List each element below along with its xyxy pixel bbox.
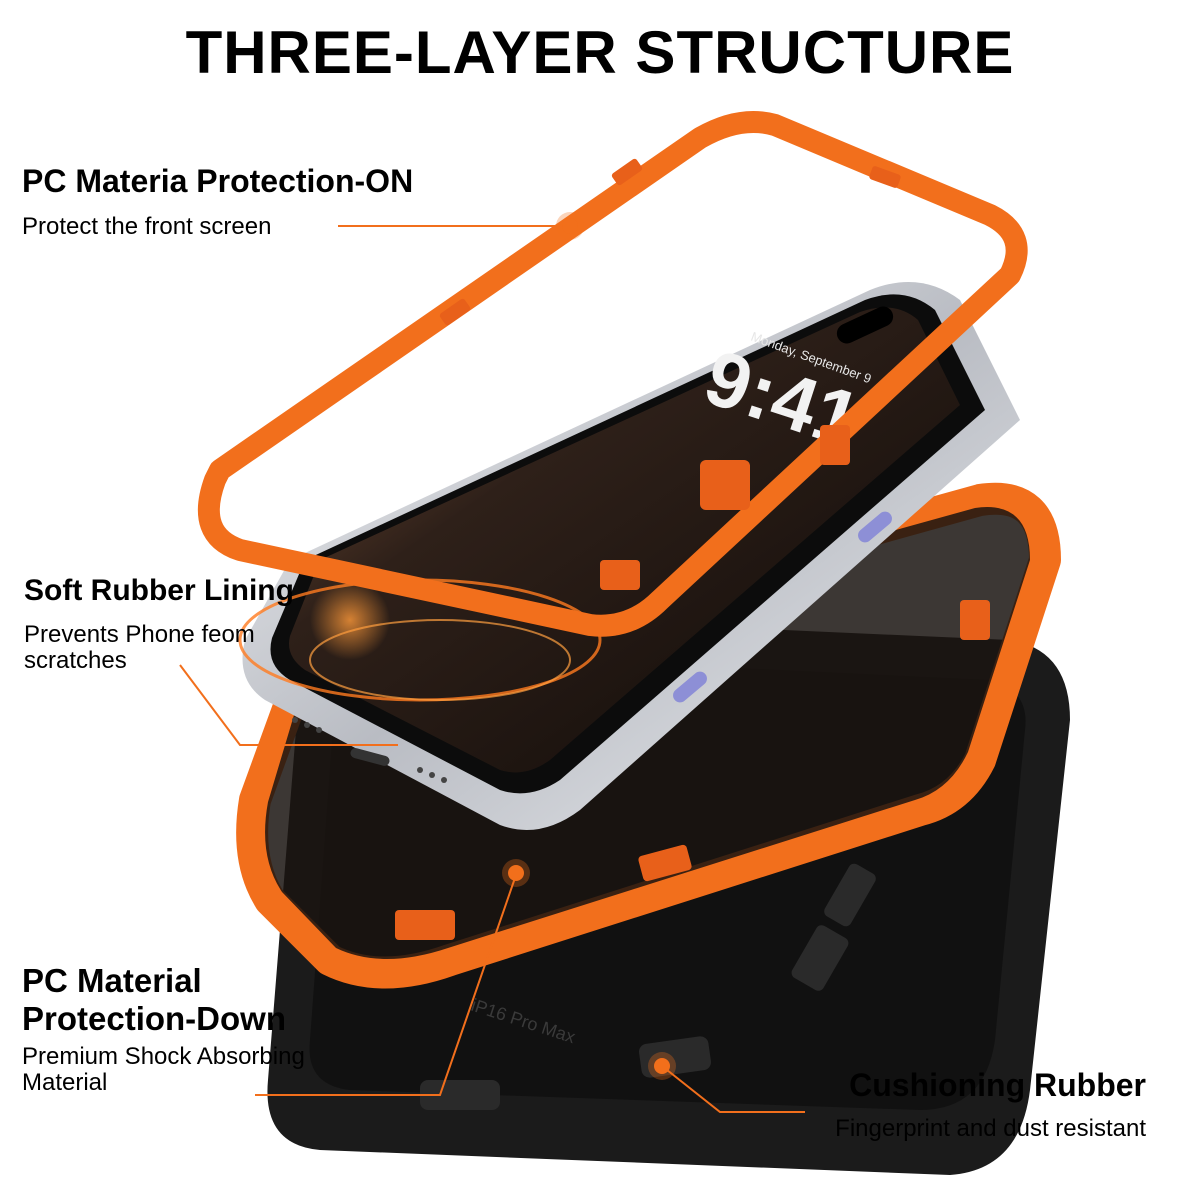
callout-cushion <box>648 1052 805 1113</box>
label-top-frame: PC Materia Protection-ON Protect the fro… <box>22 162 413 240</box>
orange-front-frame <box>197 111 1028 637</box>
label-bottom-shell-title: PC Material Protection-Down <box>22 962 286 1037</box>
page-title: THREE-LAYER STRUCTURE <box>185 19 1015 86</box>
label-top-frame-title: PC Materia Protection-ON <box>22 163 414 199</box>
label-lining: Soft Rubber Lining Prevents Phone feom s… <box>24 572 294 674</box>
label-lining-subtitle: Prevents Phone feom scratches <box>24 621 255 674</box>
dynamic-island <box>836 306 894 344</box>
label-top-frame-subtitle: Protect the front screen <box>22 213 272 240</box>
label-cushion-subtitle: Fingerprint and dust resistant <box>835 1115 1146 1142</box>
phone: Monday, September 9 9:41 <box>238 282 1020 830</box>
callout-top-frame <box>338 212 584 240</box>
callout-bottom-shell <box>255 859 530 1096</box>
label-cushion-title: Cushioning Rubber <box>849 1067 1146 1103</box>
callout-lining <box>179 664 398 746</box>
label-bottom-shell: PC Material Protection-Down Premium Shoc… <box>22 962 362 1096</box>
label-cushion: Cushioning Rubber Fingerprint and dust r… <box>835 1066 1146 1142</box>
label-bottom-shell-subtitle: Premium Shock Absorbing Material <box>22 1043 305 1096</box>
label-lining-title: Soft Rubber Lining <box>24 574 294 607</box>
usb-port <box>350 748 390 766</box>
